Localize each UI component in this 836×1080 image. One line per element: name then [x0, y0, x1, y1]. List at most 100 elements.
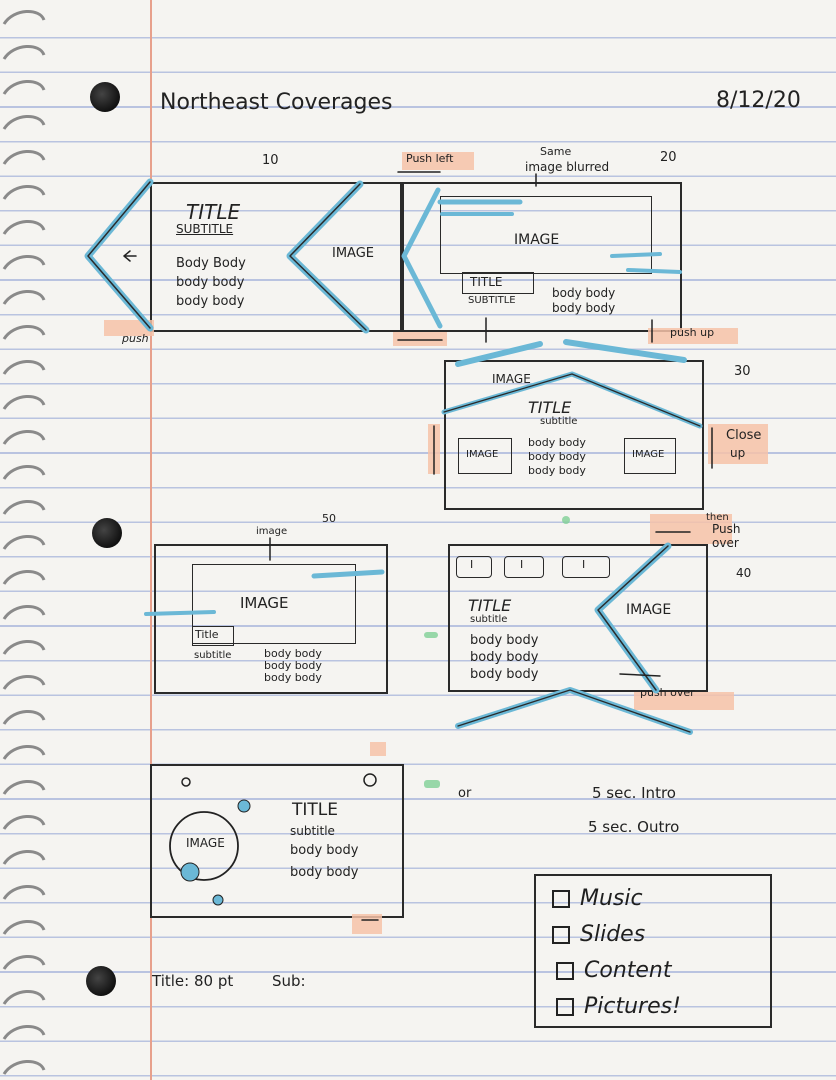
- intro-note: 5 sec. Intro: [592, 784, 676, 802]
- body-line: body body: [528, 436, 586, 449]
- checklist-label: Content: [584, 958, 672, 983]
- body-line: body body: [470, 650, 539, 665]
- frame-40-icon-label: I: [470, 558, 474, 571]
- frame-60: [150, 764, 404, 918]
- frame-60-body: body body body body: [290, 840, 358, 884]
- frame-20-title: TITLE: [470, 275, 503, 289]
- body-line: body body: [528, 450, 586, 463]
- checklist-label: Music: [580, 886, 643, 911]
- body-line: body body: [552, 301, 616, 315]
- spiral-ring: [2, 920, 46, 935]
- frame-40-icon-box: [562, 556, 610, 578]
- sticker: [428, 424, 440, 474]
- frame-20-push-up-note: push up: [670, 326, 715, 339]
- frame-10-number: 10: [262, 153, 279, 168]
- frame-40-over-note: over: [712, 536, 739, 550]
- spiral-ring: [2, 640, 46, 655]
- frame-30: [444, 360, 704, 510]
- frame-20-number: 20: [660, 150, 677, 165]
- body-line: body body: [264, 671, 322, 684]
- frame-30-subtitle: subtitle: [540, 416, 578, 427]
- checkbox[interactable]: [552, 925, 570, 944]
- spiral-ring: [2, 80, 46, 95]
- body-line: body body: [264, 659, 322, 672]
- spiral-ring: [2, 1060, 46, 1075]
- spiral-ring: [2, 360, 46, 375]
- sticker: [650, 514, 732, 544]
- checklist-item-content[interactable]: Content: [556, 958, 672, 983]
- frame-20-image-label: IMAGE: [514, 232, 560, 248]
- spiral-ring: [2, 465, 46, 480]
- checklist-item-slides[interactable]: Slides: [552, 922, 645, 947]
- frame-50: [154, 544, 388, 694]
- frame-50-image-note: image: [256, 526, 288, 537]
- body-line: body body: [552, 286, 616, 300]
- green-arrow: [424, 632, 438, 638]
- spiral-ring: [2, 290, 46, 305]
- checkbox[interactable]: [556, 961, 574, 980]
- spiral-ring: [2, 430, 46, 445]
- frame-30-up-note: up: [730, 446, 746, 460]
- frame-50-number: 50: [322, 512, 336, 525]
- spiral-ring: [2, 185, 46, 200]
- frame-40-icon-box: [456, 556, 492, 578]
- body-line: body body: [470, 667, 539, 682]
- body-line: body body: [176, 275, 245, 290]
- footer-title-size: Title: 80 pt: [152, 972, 234, 990]
- spiral-ring: [2, 955, 46, 970]
- frame-30-image-right: IMAGE: [632, 449, 665, 460]
- spiral-ring: [2, 710, 46, 725]
- or-note: or: [458, 786, 472, 801]
- frame-30-image-left-box: [458, 438, 512, 474]
- checkbox[interactable]: [556, 997, 574, 1016]
- spiral-ring: [2, 150, 46, 165]
- sticker: [352, 914, 382, 934]
- frame-10-push-note: push: [122, 332, 149, 345]
- checkbox[interactable]: [552, 889, 570, 908]
- frame-60-image-label: IMAGE: [186, 836, 225, 850]
- body-line: body body: [290, 843, 359, 858]
- frame-10-title: TITLE: [186, 200, 241, 224]
- punch-hole-bottom: [86, 966, 116, 996]
- frame-30-close-note: Close: [726, 428, 762, 443]
- frame-60-subtitle: subtitle: [290, 824, 335, 838]
- frame-40-body: body body body body body body: [470, 632, 538, 683]
- frame-40-subtitle: subtitle: [470, 614, 508, 625]
- margin-line: [150, 0, 152, 1080]
- frame-20: [400, 182, 682, 332]
- spiral-ring: [2, 815, 46, 830]
- spiral-ring: [2, 395, 46, 410]
- frame-30-image-right-box: [624, 438, 676, 474]
- frame-40-number: 40: [736, 566, 752, 580]
- checklist-item-pictures[interactable]: Pictures!: [556, 994, 681, 1019]
- frame-30-image-top: IMAGE: [492, 372, 531, 386]
- frame-30-number: 30: [734, 364, 751, 379]
- frame-10-image-label: IMAGE: [332, 246, 375, 261]
- sticker: [402, 152, 474, 170]
- frame-20-note-blurred: image blurred: [525, 160, 610, 174]
- spiral-ring: [2, 220, 46, 235]
- punch-hole-middle: [92, 518, 122, 548]
- spiral-ring: [2, 780, 46, 795]
- frame-10-body: Body Body body body body body: [176, 254, 246, 311]
- checklist-label: Slides: [580, 922, 646, 947]
- body-line: body body: [470, 633, 539, 648]
- body-line: body body: [528, 464, 586, 477]
- punch-hole-top: [90, 82, 120, 112]
- footer-sub: Sub:: [272, 972, 306, 990]
- frame-10-subtitle: SUBTITLE: [176, 222, 234, 236]
- green-arrow: [424, 780, 440, 788]
- page-title: Northeast Coverages: [160, 90, 393, 115]
- sticker: [708, 424, 768, 464]
- spiral-ring: [2, 990, 46, 1005]
- frame-40-then-note: then: [706, 512, 729, 523]
- green-dot: [562, 516, 570, 524]
- spiral-ring: [2, 45, 46, 60]
- frame-50-image-label: IMAGE: [240, 594, 289, 612]
- spiral-ring: [2, 1025, 46, 1040]
- frame-30-body: body body body body body body: [528, 436, 586, 478]
- checklist-item-music[interactable]: Music: [552, 886, 643, 911]
- frame-40-icon-label: I: [520, 558, 524, 571]
- spiral-ring: [2, 605, 46, 620]
